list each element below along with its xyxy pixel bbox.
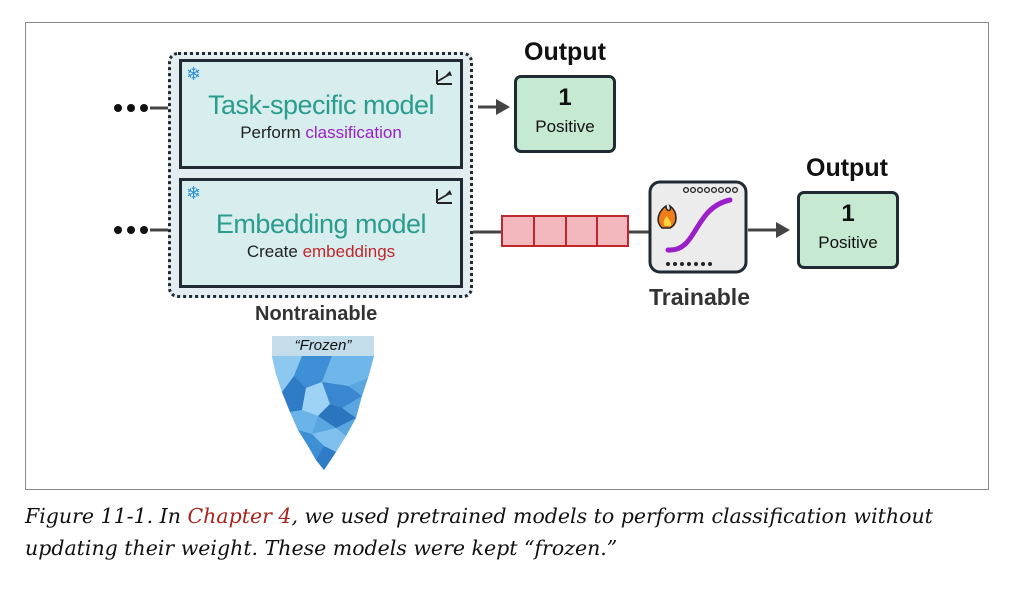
output-top-title: Output: [524, 38, 606, 66]
snowflake-icon: ❄: [186, 183, 202, 204]
frozen-label: “Frozen”: [272, 336, 374, 356]
task-subtitle-highlight: classification: [305, 123, 402, 142]
output-top-label: Positive: [535, 117, 595, 136]
nontrainable-label: Nontrainable: [255, 303, 378, 325]
embedding-subtitle-highlight: embeddings: [302, 242, 396, 261]
sigmoid-classifier-icon: [648, 180, 748, 274]
snowflake-icon: ❄: [186, 64, 202, 85]
chart-icon: [436, 189, 452, 204]
chart-icon: [436, 70, 452, 85]
embedding-model-box: ❄ Embedding model Create embeddings: [179, 178, 463, 288]
embedding-subtitle-prefix: Create: [246, 242, 303, 261]
output-bottom-label: Positive: [818, 233, 878, 252]
embedding-vector: [501, 215, 629, 247]
caption-prefix: Figure 11-1. In: [25, 504, 188, 528]
classifier-to-output-arrow: [748, 222, 790, 238]
fire-icon: [657, 203, 677, 229]
iceberg-icon: [272, 356, 374, 470]
embedding-model-title: Embedding model: [215, 209, 427, 239]
task-model-subtitle: Perform classification: [182, 123, 460, 143]
task-subtitle-prefix: Perform: [240, 123, 306, 142]
output-bottom-box: 1 Positive: [797, 191, 899, 269]
figure-caption: Figure 11-1. In Chapter 4, we used pretr…: [25, 500, 985, 564]
task-specific-model-box: ❄ Task-specific model Perform classifica…: [179, 59, 463, 169]
caption-chapter-link[interactable]: Chapter 4: [187, 504, 292, 528]
output-top-value: 1: [558, 84, 572, 111]
trainable-label: Trainable: [649, 284, 750, 310]
task-to-output-arrow: [478, 99, 510, 115]
task-model-title: Task-specific model: [207, 90, 435, 120]
caption-rest: , we used pretrained models to perform c…: [25, 504, 933, 560]
embedding-model-subtitle: Create embeddings: [182, 242, 460, 262]
output-top-box: 1 Positive: [514, 75, 616, 153]
output-bottom-value: 1: [841, 200, 855, 227]
output-bottom-title: Output: [806, 154, 888, 182]
